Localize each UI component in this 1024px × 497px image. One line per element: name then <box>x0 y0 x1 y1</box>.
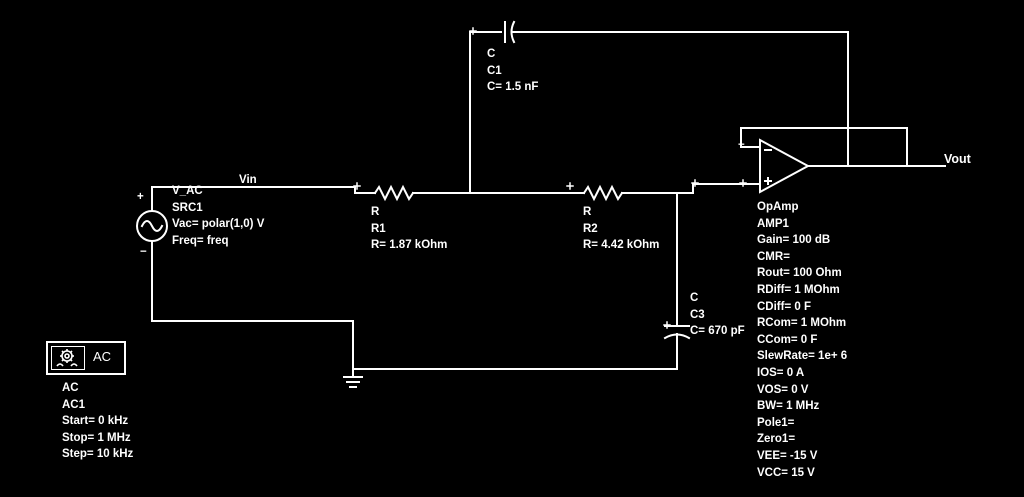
opamp-param-line: CMR= <box>757 250 790 263</box>
ac-sim-icon-label: AC <box>93 349 112 364</box>
source-instance: SRC1 <box>172 201 203 214</box>
opamp-param-line: RDiff= 1 MOhm <box>757 283 840 296</box>
r2-type: R <box>583 206 592 218</box>
net-label-vin: Vin <box>239 174 257 186</box>
r1-value: R= 1.87 kOhm <box>371 239 448 252</box>
ac-sim-stop: Stop= 1 MHz <box>62 431 131 444</box>
resistor-r1[interactable] <box>354 184 569 202</box>
opamp-param-line: CDiff= 0 F <box>757 300 811 313</box>
c1-value: C= 1.5 nF <box>487 81 539 94</box>
r2-value: R= 4.42 kOhm <box>583 239 660 252</box>
opamp-param-line: RCom= 1 MOhm <box>757 317 847 330</box>
ac-sim-controller[interactable]: AC <box>46 341 126 375</box>
ground-icon <box>343 368 363 388</box>
wire-ground <box>151 255 678 370</box>
source-plus-sign: + <box>137 191 144 203</box>
c1-params: C C1 C= 1.5 nF <box>487 46 538 96</box>
ac-sim-start: Start= 0 kHz <box>62 415 129 428</box>
opamp-param-line: Pole1= <box>757 416 795 429</box>
c3-value: C= 670 pF <box>690 325 745 338</box>
c1-type: C <box>487 48 496 60</box>
wire-vin <box>151 186 356 198</box>
opamp-param-line: Zero1= <box>757 433 796 446</box>
opamp-param-line: BW= 1 MHz <box>757 400 820 413</box>
c3-instance: C3 <box>690 308 705 321</box>
r1-type: R <box>371 206 380 218</box>
source-params: V_AC SRC1 Vac= polar(1,0) V Freq= freq <box>172 183 264 249</box>
source-type: V_AC <box>172 185 203 197</box>
opamp-param-line: VCC= 15 V <box>757 466 815 479</box>
opamp-minus-sign: − <box>738 139 745 151</box>
r1-instance: R1 <box>371 222 386 235</box>
ac-sim-step: Step= 10 kHz <box>62 448 134 461</box>
opamp-param-line: Rout= 100 Ohm <box>757 267 842 280</box>
c1-instance: C1 <box>487 64 502 77</box>
capacitor-c1[interactable] <box>469 20 849 194</box>
opamp-param-line: AMP1 <box>757 217 789 230</box>
ac-sim-instance: AC1 <box>62 398 86 411</box>
pin-markers <box>353 27 747 329</box>
opamp-param-line: OpAmp <box>757 201 799 213</box>
opamp-param-line: VOS= 0 V <box>757 383 809 396</box>
opamp-param-line: CCom= 0 F <box>757 333 818 346</box>
ac-sim-params: AC AC1 Start= 0 kHz Stop= 1 MHz Step= 10… <box>62 380 133 463</box>
opamp-param-line: IOS= 0 A <box>757 366 805 379</box>
c3-params: C C3 C= 670 pF <box>690 290 745 340</box>
opamp-param-line: SlewRate= 1e+ 6 <box>757 350 848 363</box>
ac-simulation-gear-icon <box>56 349 78 367</box>
ac-sim-type: AC <box>62 382 79 394</box>
source-vac: Vac= polar(1,0) V <box>172 218 265 231</box>
c3-type: C <box>690 292 699 304</box>
opamp-param-line: VEE= -15 V <box>757 449 818 462</box>
ac-sim-gear-box <box>51 346 85 370</box>
source-freq: Freq= freq <box>172 234 229 247</box>
r2-params: R R2 R= 4.42 kOhm <box>583 204 659 254</box>
net-label-vout: Vout <box>944 152 971 166</box>
ac-source-icon[interactable] <box>136 196 168 257</box>
wire-to-plus-input <box>692 183 746 194</box>
resistor-r2[interactable] <box>567 184 694 202</box>
source-minus-sign: − <box>140 246 147 258</box>
opamp-param-line: Gain= 100 dB <box>757 234 831 247</box>
r2-instance: R2 <box>583 222 598 235</box>
r1-params: R R1 R= 1.87 kOhm <box>371 204 447 254</box>
opamp-symbol[interactable] <box>740 127 946 194</box>
capacitor-c3[interactable] <box>663 192 691 370</box>
